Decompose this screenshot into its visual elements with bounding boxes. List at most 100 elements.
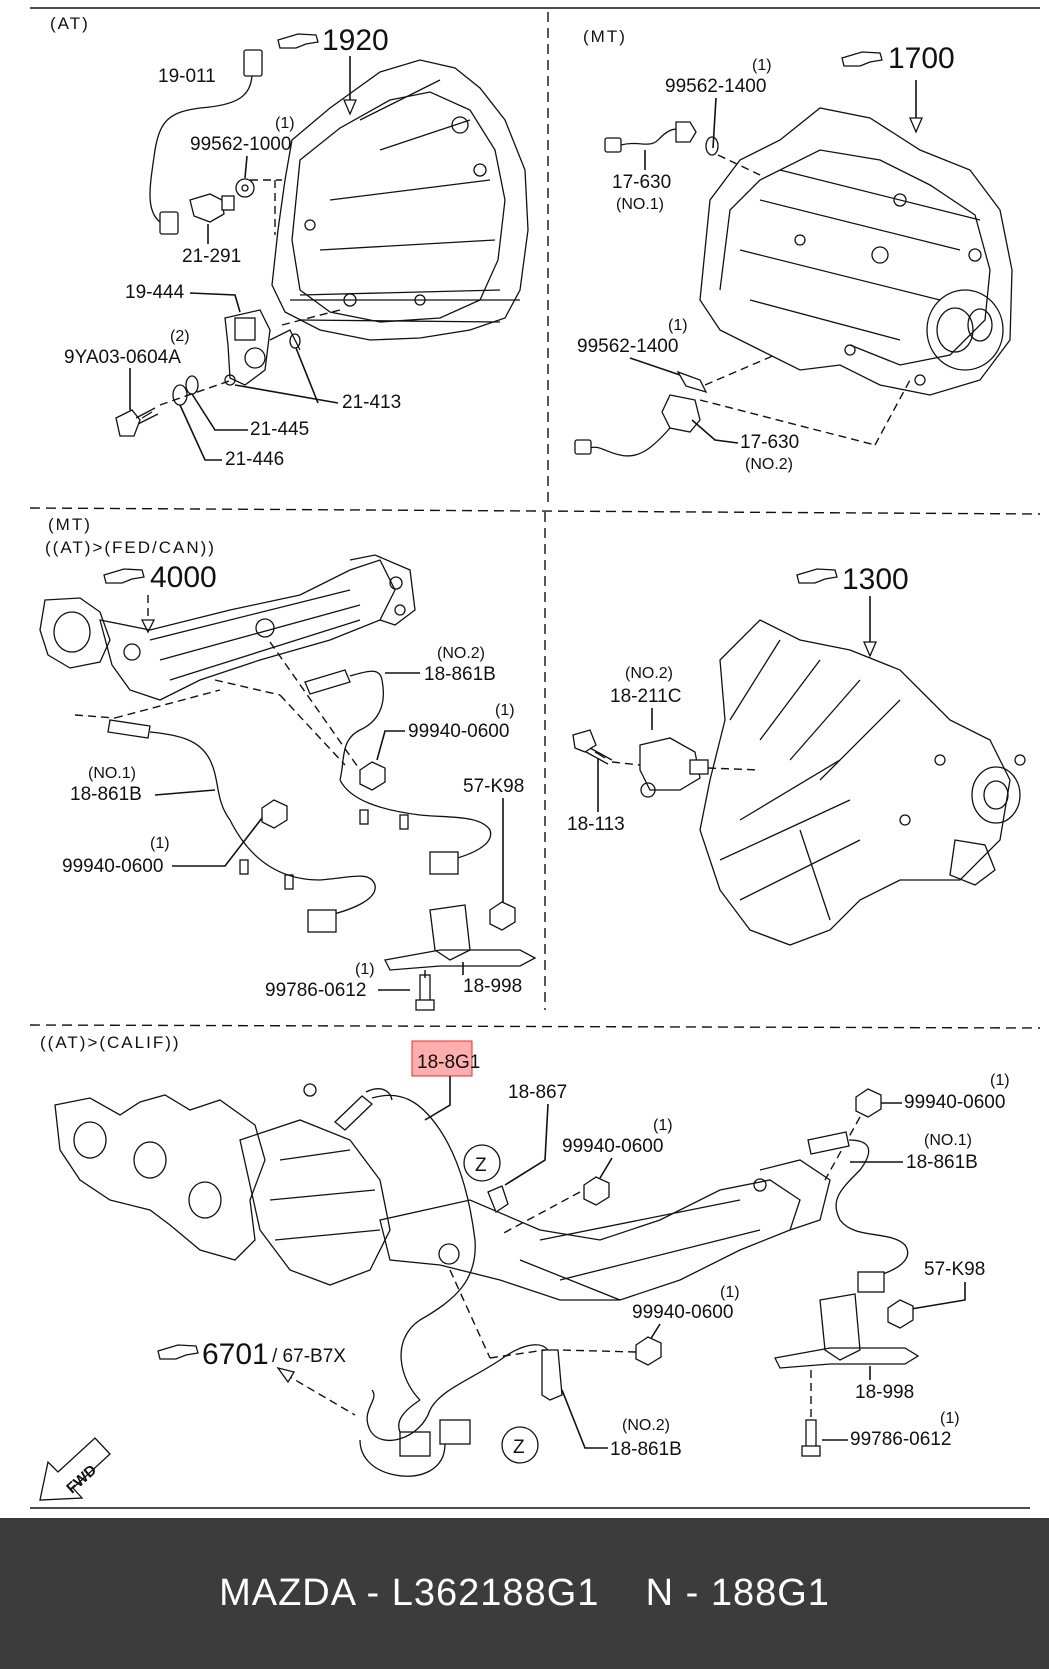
exhaust-manifold-calif-drawing <box>54 1083 831 1301</box>
label-fed-no2: (NO.2) <box>437 645 485 662</box>
label-fed-18-998: 18-998 <box>463 976 522 997</box>
divider-horizontal-1 <box>29 507 1041 515</box>
label-17-630-no2-tag: (NO.2) <box>745 456 793 473</box>
highlight-18-8g1 <box>411 1040 473 1077</box>
pointing-hand-icon <box>796 568 838 584</box>
label-99562-1000-qty: (1) <box>275 115 295 132</box>
label-99562-1400-a: 99562-1400 <box>665 76 766 97</box>
label-z-2: Z <box>513 1437 525 1458</box>
switch-21-291 <box>189 193 235 223</box>
transmission-mt-drawing <box>699 107 1013 396</box>
ref-1920: 1920 <box>322 24 389 57</box>
parts-diagram: (AT) (MT) (MT) ((AT)>(FED/CAN)) ((AT)>(C… <box>29 7 1041 1509</box>
pointing-hand-icon <box>277 33 319 49</box>
ref-1700: 1700 <box>888 42 955 75</box>
switch-17-630-no1 <box>604 121 697 153</box>
washer-21-445 <box>185 375 199 395</box>
nut-57-k98-fed <box>489 901 516 931</box>
label-calif-99940b-qty: (1) <box>990 1072 1010 1089</box>
oring-99562-1400-b <box>676 370 708 394</box>
nut-57-k98-calif <box>887 1299 914 1329</box>
label-calif-18-998: 18-998 <box>855 1382 914 1403</box>
harness-fed <box>229 779 492 933</box>
label-99562-1400-b: 99562-1400 <box>577 336 678 357</box>
label-calif-99940b: 99940-0600 <box>904 1092 1005 1113</box>
label-99562-1000: 99562-1000 <box>190 134 291 155</box>
section-label-mt: (MT) <box>583 27 627 46</box>
label-fed-57-k98: 57-K98 <box>463 776 524 797</box>
sensor-18-211c <box>639 737 709 798</box>
catalytic-converter-fed-drawing <box>39 554 416 701</box>
label-fed-99786-0612: 99786-0612 <box>265 980 366 1001</box>
pointing-hand-icon <box>841 51 883 67</box>
label-fed-18-861b-b: 18-861B <box>70 784 142 805</box>
label-17-630-no1: 17-630 <box>612 172 671 193</box>
ref-6701-group: 6701 / 67-B7X <box>157 1338 356 1416</box>
label-fed-99940b-qty: (1) <box>150 835 170 852</box>
label-9ya03-0604a: 9YA03-0604A <box>64 347 181 368</box>
label-calif-no1: (NO.1) <box>924 1132 972 1149</box>
label-fed-99940-qty: (1) <box>495 702 515 719</box>
o2-sensor-no1-calif <box>807 1131 909 1293</box>
label-calif-99940a-qty: (1) <box>653 1117 673 1134</box>
section-label-calif: ((AT)>(CALIF)) <box>40 1033 181 1052</box>
bracket-18-998-fed <box>384 904 537 971</box>
oring-21-413a <box>224 374 236 386</box>
label-99562-1400-b-qty: (1) <box>668 317 688 334</box>
nut-99940-calif-b <box>855 1088 882 1118</box>
label-18-8g1: 18-8G1 <box>417 1052 480 1073</box>
section-label-mt-mid: (MT) <box>48 515 92 534</box>
bolt-99786-calif <box>801 1419 821 1457</box>
label-calif-57-k98: 57-K98 <box>924 1259 985 1280</box>
label-17-630-no1-tag: (NO.1) <box>616 196 664 213</box>
label-17-630-no2: 17-630 <box>740 432 799 453</box>
label-9ya03-qty: (2) <box>170 328 190 345</box>
fwd-arrow-icon: FWD <box>39 1437 111 1501</box>
o2-sensor-18-8g1 <box>334 1088 476 1401</box>
oring-21-413b <box>289 333 301 349</box>
label-r-18-211c: 18-211C <box>610 686 681 707</box>
pointing-hand-icon <box>103 568 145 584</box>
bracket-18-998-calif <box>774 1293 920 1369</box>
section-label-fed-can: ((AT)>(FED/CAN)) <box>45 538 216 557</box>
label-21-413: 21-413 <box>342 392 401 413</box>
ref-6701: 6701 <box>202 1338 269 1371</box>
harness-19-011 <box>149 49 263 235</box>
label-r-18-113: 18-113 <box>567 814 625 835</box>
label-21-291: 21-291 <box>182 246 241 267</box>
z-callout-1 <box>463 1144 501 1182</box>
ref-1920-group: 1920 <box>277 24 389 116</box>
label-calif-18-861b-b: 18-861B <box>610 1439 682 1460</box>
nut-99940-calif-a <box>583 1176 610 1206</box>
o2-sensor-no2-fed <box>304 669 385 781</box>
label-19-011: 19-011 <box>158 66 216 87</box>
label-21-445: 21-445 <box>250 419 309 440</box>
label-19-444: 19-444 <box>125 282 185 303</box>
label-fed-99786-qty: (1) <box>355 961 375 978</box>
bracket-18-867 <box>487 1185 509 1213</box>
label-calif-18-861b-a: 18-861B <box>906 1152 978 1173</box>
bolt-18-113 <box>572 729 613 765</box>
intake-manifold-drawing <box>699 619 1026 946</box>
nut-99940-a <box>359 761 386 791</box>
ref-1300: 1300 <box>842 563 909 596</box>
label-fed-18-861b-a: 18-861B <box>424 664 496 685</box>
label-99562-1400-a-qty: (1) <box>752 57 772 74</box>
ref-1700-group: 1700 <box>841 42 955 134</box>
divider-horizontal-2 <box>29 1024 1041 1029</box>
ref-4000-group: 4000 <box>103 561 217 634</box>
label-calif-no2: (NO.2) <box>622 1417 670 1434</box>
o2-sensor-no1-fed <box>107 719 231 821</box>
label-21-446: 21-446 <box>225 449 284 470</box>
bolt-99786-fed <box>415 974 435 1011</box>
z-callout-2 <box>501 1426 539 1464</box>
transmission-at-drawing <box>271 59 529 341</box>
pointing-hand-icon <box>157 1344 199 1360</box>
label-calif-99940c: 99940-0600 <box>632 1302 733 1323</box>
nut-99940-b <box>261 799 288 829</box>
caption-text: MAZDA - L362188G1 N - 188G1 <box>219 1572 830 1614</box>
sensor-19-444 <box>224 309 301 386</box>
label-calif-99786-0612: 99786-0612 <box>850 1429 951 1450</box>
label-18-867: 18-867 <box>508 1082 567 1103</box>
label-fed-99940-0600: 99940-0600 <box>408 721 509 742</box>
